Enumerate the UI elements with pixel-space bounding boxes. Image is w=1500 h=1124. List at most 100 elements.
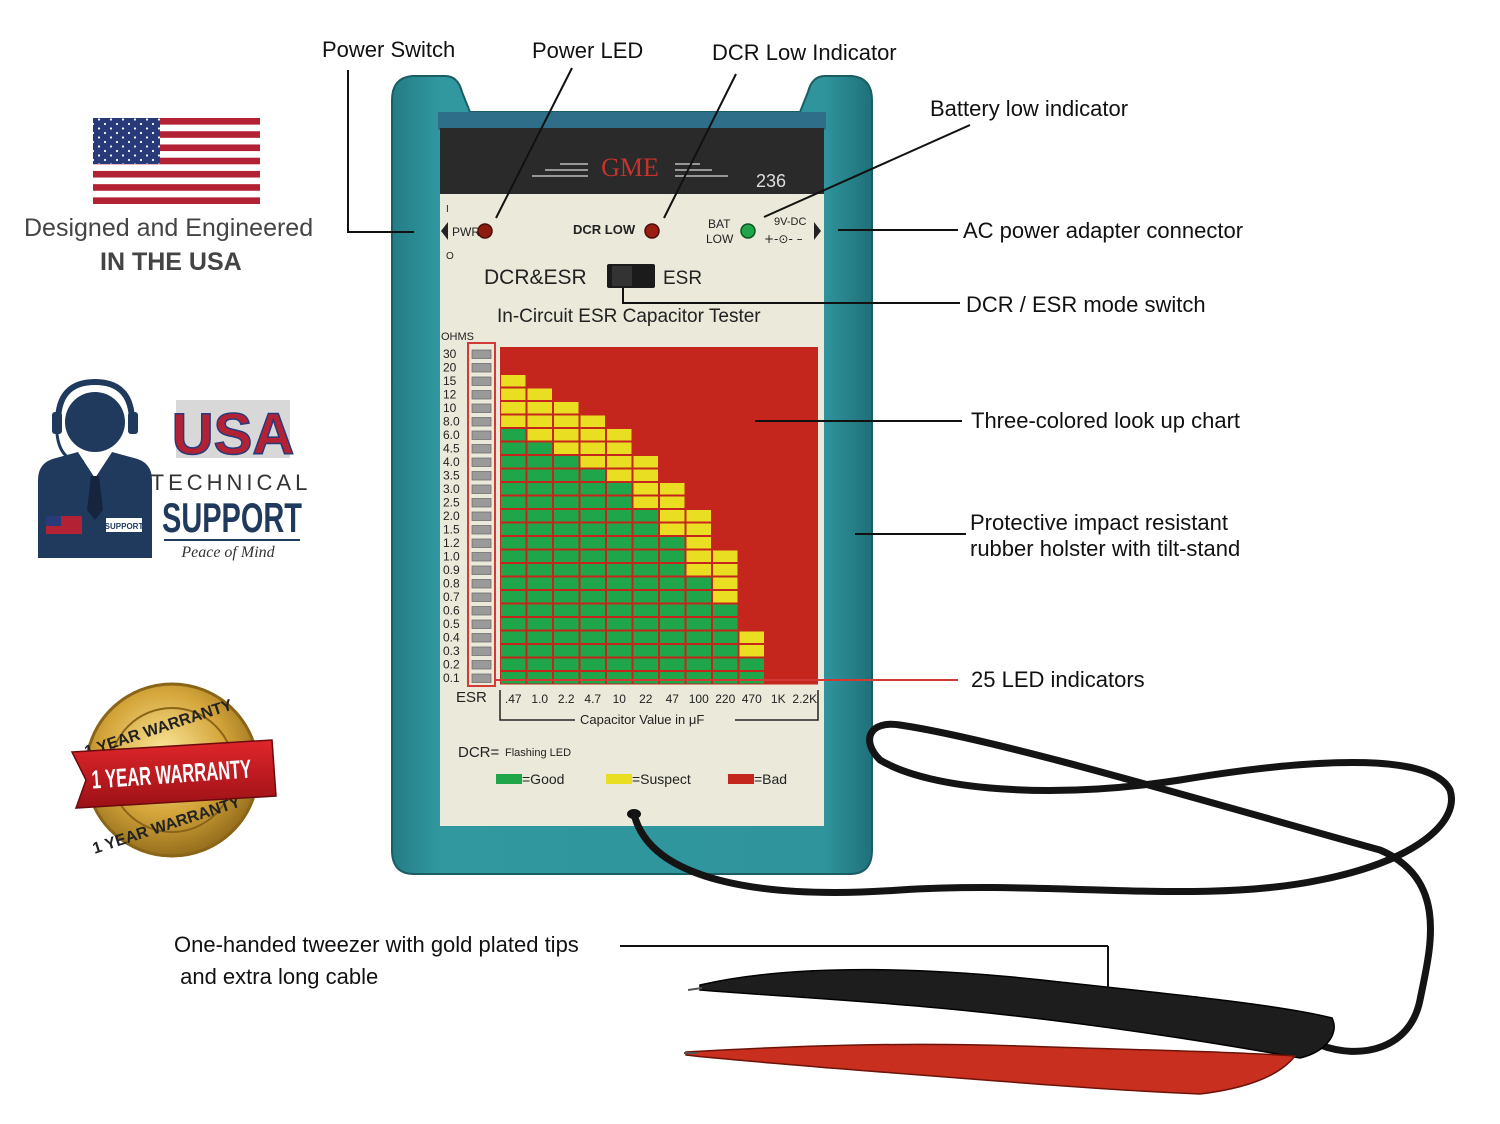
tweezer-lower-arm[interactable] [685,1043,1297,1095]
lookup-cell [713,618,738,630]
lookup-cell [501,388,526,400]
lookup-cell [713,375,738,387]
lookup-cell [527,550,552,562]
lookup-cell [766,604,791,616]
ohm-tick-label: 1.2 [443,536,460,550]
power-led [477,223,493,239]
lookup-cell [660,631,685,643]
ohm-tick-labels: 30201512108.06.04.54.03.53.02.52.01.51.2… [443,347,460,685]
lookup-cell [580,550,605,562]
callout-tweezer-line1: One-handed tweezer with gold plated tips [174,932,579,957]
lookup-cell [501,361,526,373]
lookup-cell [713,442,738,454]
lookup-cell [766,469,791,481]
lookup-cell [580,442,605,454]
lookup-cell [766,361,791,373]
tweezer-upper-arm[interactable] [699,968,1335,1059]
ohm-tick-label: 0.5 [443,617,460,631]
lookup-cell [792,631,817,643]
lookup-cell [660,523,685,535]
lookup-cell [713,550,738,562]
cap-axis-title: Capacitor Value in μF [580,712,704,727]
lookup-cell [739,469,764,481]
ohm-tick-label: 0.8 [443,577,460,591]
lookup-cell [766,523,791,535]
lookup-cell [739,631,764,643]
lookup-cell [527,604,552,616]
lookup-cell [633,496,658,508]
cap-tick-label: 22 [639,692,653,706]
esr-led [471,525,492,535]
flag-stripe [93,197,260,204]
ohm-tick-label: 4.0 [443,455,460,469]
flag-stripe [93,170,260,178]
lookup-cell [607,469,632,481]
lookup-cell [686,591,711,603]
lookup-cell [607,456,632,468]
callout-battery-low: Battery low indicator [930,96,1129,121]
lookup-cell [633,361,658,373]
lookup-cell [713,415,738,427]
lookup-cell [607,564,632,576]
lookup-cell [660,388,685,400]
housing-top-strip [438,112,826,130]
legend-bad: =Bad [754,771,787,787]
lookup-cell [713,429,738,441]
lookup-cell [501,348,526,360]
callout-holster-line1: Protective impact resistant [970,510,1228,535]
lookup-cell [527,658,552,670]
cap-tick-label: 2.2 [558,692,575,706]
flag-stripe [93,184,260,191]
lookup-cell [739,388,764,400]
lookup-cell [554,618,579,630]
test-lead [630,720,1455,1095]
lookup-cell [527,523,552,535]
ohm-tick-label: 30 [443,347,457,361]
dcr-note: Flashing LED [505,747,571,759]
lookup-cell [713,591,738,603]
power-switch[interactable] [441,222,448,240]
lookup-cell [633,483,658,495]
low-label: LOW [706,232,734,246]
cap-tick-label: 47 [666,692,680,706]
lookup-cell [766,577,791,589]
lookup-cell [633,591,658,603]
support-tagline: Peace of Mind [180,544,275,561]
lookup-cell [739,456,764,468]
lookup-cell [686,564,711,576]
callout-power-switch: Power Switch [322,37,456,62]
ac-adapter-jack[interactable] [814,222,821,240]
lookup-cell [554,402,579,414]
flag-stripe [93,131,260,138]
lookup-cell [554,496,579,508]
lookup-cell [739,537,764,549]
lookup-cell [527,483,552,495]
legend-good: =Good [522,771,564,787]
bat-label: BAT [708,217,731,231]
lookup-cell [686,523,711,535]
lookup-cell [713,388,738,400]
switch-on-label: I [446,204,449,215]
lookup-cell [739,550,764,562]
lookup-cell [686,577,711,589]
leader-mode-switch [622,288,960,304]
lookup-cell [527,442,552,454]
esr-led [471,471,492,481]
esr-axis-label: ESR [456,689,487,706]
lookup-cell [607,442,632,454]
lookup-cell [739,496,764,508]
callout-power-led: Power LED [532,38,644,63]
lookup-cell [527,631,552,643]
lookup-cell [713,361,738,373]
lookup-cell [633,402,658,414]
ohm-tick-label: 12 [443,388,457,402]
lookup-cell [554,442,579,454]
lookup-cell [792,591,817,603]
cap-tick-label: 100 [689,692,709,706]
lookup-cell [633,523,658,535]
lookup-cell [501,618,526,630]
usa-caption-usa: IN THE USA [100,248,242,276]
lookup-cell [501,537,526,549]
lookup-cell [713,537,738,549]
lookup-cell [660,483,685,495]
